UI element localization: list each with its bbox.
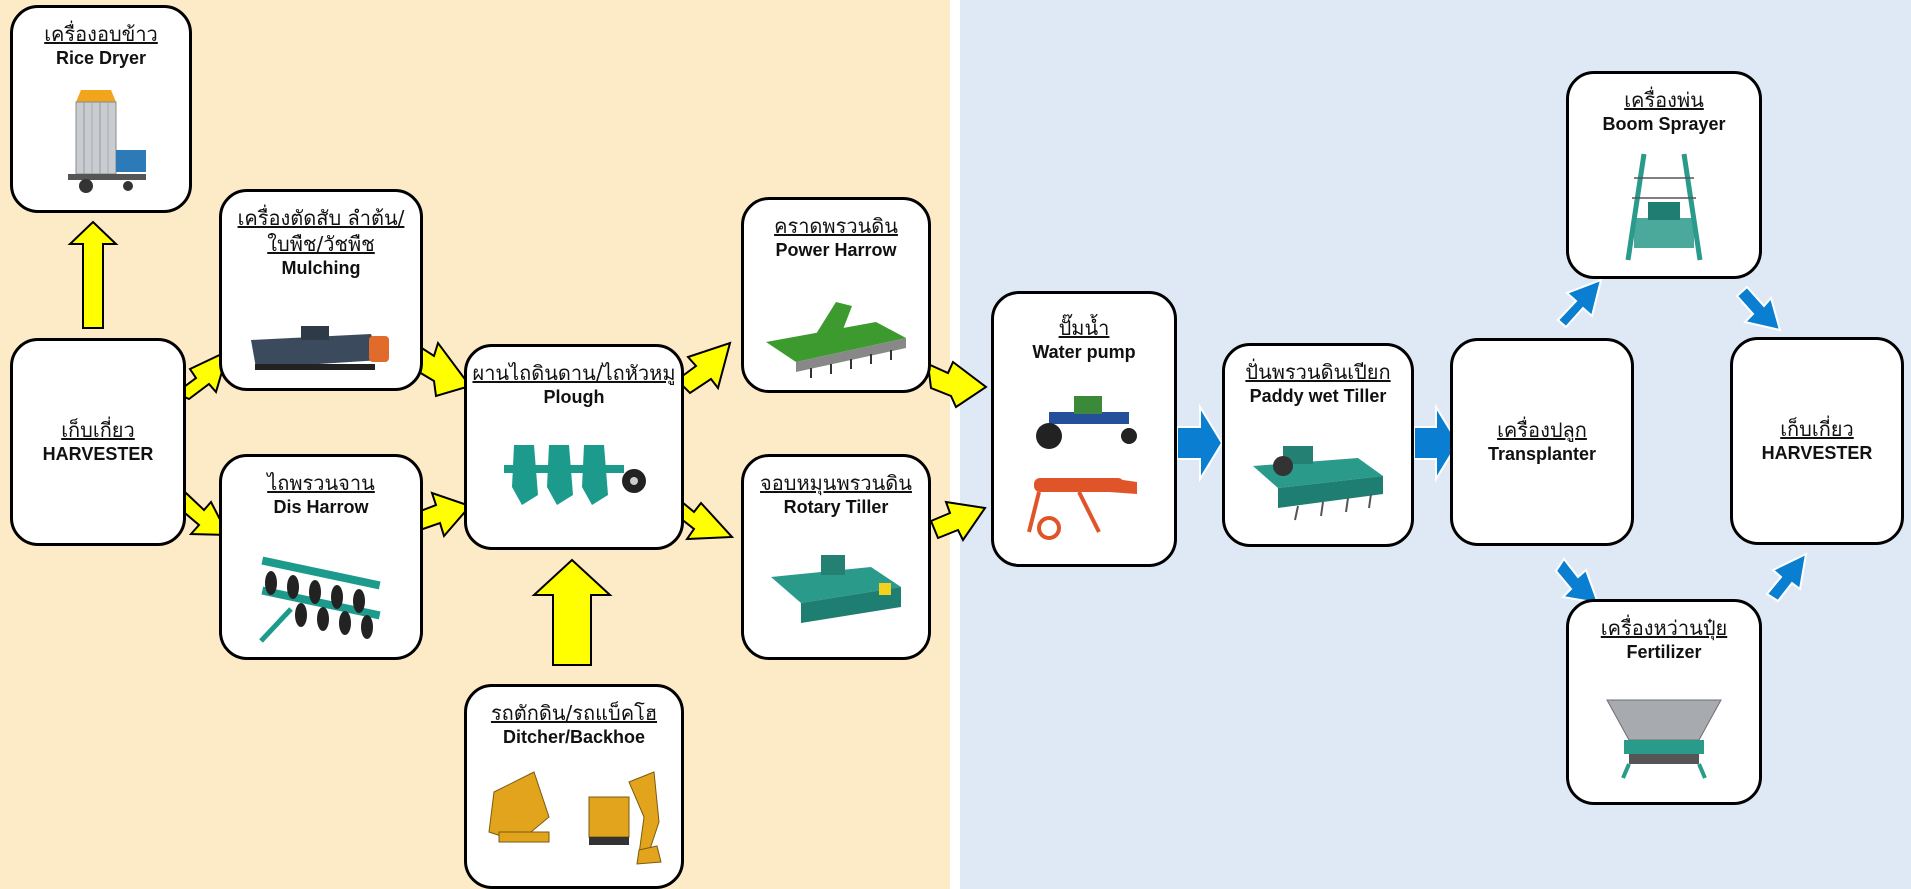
paddy-tiller-icon	[1253, 446, 1383, 521]
node-boom-sprayer: เครื่องพ่น Boom Sprayer	[1566, 71, 1762, 279]
node-harvester-end: เก็บเกี่ยว HARVESTER	[1730, 337, 1904, 545]
node-rice-dryer: เครื่องอบข้าว Rice Dryer	[10, 5, 192, 213]
transplanter-english-label: Transplanter	[1487, 444, 1597, 464]
water-pump-english-label: Water pump	[1032, 342, 1136, 362]
rotary-tiller-icon	[771, 555, 901, 623]
backhoe-icon	[488, 771, 662, 865]
mulching-english-label: Mulching	[281, 258, 361, 278]
disc-harrow-icon	[259, 556, 381, 643]
arrow-harvester-to-dryer	[67, 220, 119, 329]
dis-harrow-thai-label: ไถพรวนจาน	[267, 471, 375, 495]
node-plough: ผานไถดินดาน/ไถหัวหมู Plough	[464, 344, 684, 550]
paddy-tiller-english-label: Paddy wet Tiller	[1249, 386, 1387, 406]
plough-icon	[504, 445, 646, 505]
node-transplanter: เครื่องปลูก Transplanter	[1450, 338, 1634, 546]
node-water-pump: ปั๊มน้ำ Water pump	[991, 291, 1177, 567]
water-pump-icon	[1027, 396, 1137, 540]
node-harvester-start: เก็บเกี่ยว HARVESTER	[10, 338, 186, 546]
arrow-waterpump-to-paddytiller	[1176, 403, 1224, 483]
fertilizer-spreader-icon	[1606, 699, 1722, 779]
fertilizer-english-label: Fertilizer	[1626, 642, 1702, 662]
rotary-tiller-thai-label: จอบหมุนพรวนดิน	[760, 471, 912, 495]
power-harrow-thai-label: คราดพรวนดิน	[774, 214, 898, 238]
arrow-sprayer-to-harvester	[1735, 285, 1782, 332]
transplanter-thai-label: เครื่องปลูก	[1497, 418, 1587, 442]
mulching-thai-label-line2: ใบพืช/วัชพืช	[267, 232, 375, 256]
fertilizer-thai-label: เครื่องหว่านปุ๋ย	[1600, 616, 1728, 640]
node-paddy-wet-tiller: ปั่นพรวนดินเปียก Paddy wet Tiller	[1222, 343, 1414, 547]
harvester-end-english-label: HARVESTER	[1761, 443, 1873, 463]
boom-sprayer-icon	[1625, 153, 1703, 261]
grain-dryer-icon	[68, 90, 146, 193]
harvester-start-english-label: HARVESTER	[42, 444, 154, 464]
mulching-thai-label-line1: เครื่องตัดสับ ลำต้น/	[237, 206, 405, 230]
node-dis-harrow: ไถพรวนจาน Dis Harrow	[219, 454, 423, 660]
arrow-paddytiller-to-transplanter	[1413, 403, 1460, 483]
node-fertilizer: เครื่องหว่านปุ๋ย Fertilizer	[1566, 599, 1762, 805]
plough-english-label: Plough	[543, 387, 605, 407]
rice-dryer-english-label: Rice Dryer	[55, 48, 147, 68]
plough-thai-label: ผานไถดินดาน/ไถหัวหมู	[472, 361, 676, 385]
power-harrow-icon	[766, 302, 906, 378]
arrow-plough-to-powerharrow	[675, 341, 732, 395]
boom-sprayer-english-label: Boom Sprayer	[1602, 114, 1726, 134]
node-rotary-tiller: จอบหมุนพรวนดิน Rotary Tiller	[741, 454, 931, 660]
paddy-tiller-thai-label: ปั่นพรวนดินเปียก	[1245, 360, 1391, 384]
rice-dryer-thai-label: เครื่องอบข้าว	[44, 22, 158, 46]
node-power-harrow: คราดพรวนดิน Power Harrow	[741, 197, 931, 393]
node-ditcher-backhoe: รถตักดิน/รถแบ็คโฮ Ditcher/Backhoe	[464, 684, 684, 889]
boom-sprayer-thai-label: เครื่องพ่น	[1624, 88, 1704, 112]
arrow-powerharrow-to-waterpump	[926, 360, 988, 409]
arrow-fertilizer-to-harvester	[1765, 552, 1808, 603]
dis-harrow-english-label: Dis Harrow	[273, 497, 369, 517]
ditcher-thai-label: รถตักดิน/รถแบ็คโฮ	[490, 701, 658, 725]
water-pump-thai-label: ปั๊มน้ำ	[1058, 316, 1110, 340]
node-mulching: เครื่องตัดสับ ลำต้น/ ใบพืช/วัชพืช Mulchi…	[219, 189, 423, 391]
arrow-disharrow-to-plough	[416, 491, 472, 539]
arrow-transplanter-to-sprayer	[1556, 278, 1603, 329]
harvester-start-thai-label: เก็บเกี่ยว	[61, 418, 135, 442]
arrow-rotarytiller-to-waterpump	[929, 500, 987, 542]
ditcher-english-label: Ditcher/Backhoe	[502, 727, 646, 747]
mulcher-icon	[251, 326, 389, 370]
rotary-tiller-english-label: Rotary Tiller	[783, 497, 889, 517]
harvester-end-thai-label: เก็บเกี่ยว	[1780, 417, 1854, 441]
power-harrow-english-label: Power Harrow	[775, 240, 897, 260]
arrow-transplanter-to-fertilizer	[1554, 557, 1600, 605]
arrow-ditcher-to-plough	[531, 558, 613, 666]
